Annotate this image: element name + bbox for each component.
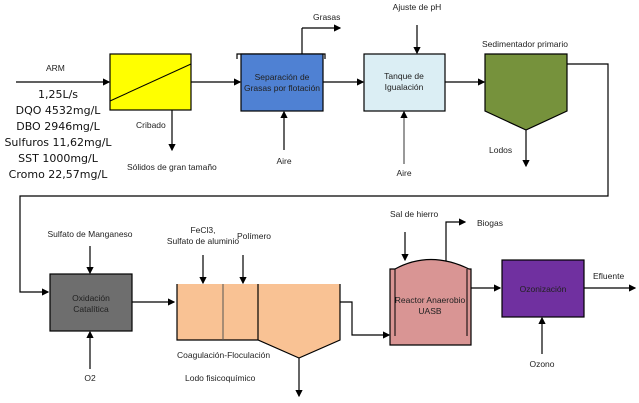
influent-property: Cromo 22,57mg/L — [9, 168, 109, 181]
influent-property: 1,25L/s — [38, 88, 78, 101]
uasb-label: UASB — [418, 306, 441, 316]
sludge-label: Lodos — [489, 145, 512, 155]
ph-adjust-label: Ajuste de pH — [393, 2, 442, 12]
flotation-unit — [240, 53, 324, 112]
catalytic-oxidation-unit — [49, 273, 133, 332]
coag-floc-label: Coagulación-Floculación — [177, 350, 270, 360]
coag-floc-outline — [176, 284, 341, 359]
grease-label: Grasas — [313, 12, 340, 22]
flotation-label: Separación de — [255, 72, 310, 82]
uasb-reactor — [389, 259, 472, 346]
biogas-arrow — [445, 218, 467, 261]
primary-settler-label: Sedimentador primario — [482, 39, 568, 49]
screen-bar — [109, 63, 192, 102]
polymer-label: Polímero — [237, 231, 271, 241]
influent-name: ARM — [46, 63, 65, 73]
recycle-flow-line — [19, 63, 609, 296]
equalization-label: Tanque de — [384, 71, 424, 81]
manganese-label: Sulfato de Manganeso — [47, 229, 132, 239]
fecl3-label: FeCl3, — [190, 225, 215, 235]
influent-property: SST 1000mg/L — [18, 152, 99, 165]
ozonation-label: Ozonización — [520, 284, 567, 294]
equalization-label: Igualación — [385, 82, 424, 92]
primary-settler — [484, 53, 568, 131]
iron-salt-label: Sal de hierro — [390, 209, 438, 219]
uasb-label: Reactor Anaerobio — [395, 295, 466, 305]
influent-property: Sulfuros 11,62mg/L — [4, 136, 112, 149]
o2-label: O2 — [84, 373, 96, 383]
oxidation-label: Catalítica — [73, 304, 109, 314]
effluent-label: Efluente — [593, 271, 624, 281]
flotation-label: Grasas por flotación — [244, 83, 320, 93]
flotation-air-label: Aire — [276, 156, 291, 166]
oxidation-label: Oxidación — [72, 293, 110, 303]
screening-output-label: Sólidos de gran tamaño — [127, 162, 217, 172]
fecl3-label: Sulfato de aluminio — [167, 236, 240, 246]
flow-arrow — [340, 301, 391, 339]
ozone-label: Ozono — [529, 359, 554, 369]
screening-label: Cribado — [136, 120, 166, 130]
equalization-air-label: Aire — [396, 168, 411, 178]
biogas-label: Biogas — [477, 218, 503, 228]
influent-property: DQO 4532mg/L — [16, 104, 102, 117]
influent-properties: 1,25L/s DQO 4532mg/L DBO 2946mg/L Sulfur… — [4, 88, 112, 181]
influent-property: DBO 2946mg/L — [16, 120, 100, 133]
chem-sludge-label: Lodo fisicoquímico — [185, 373, 256, 383]
